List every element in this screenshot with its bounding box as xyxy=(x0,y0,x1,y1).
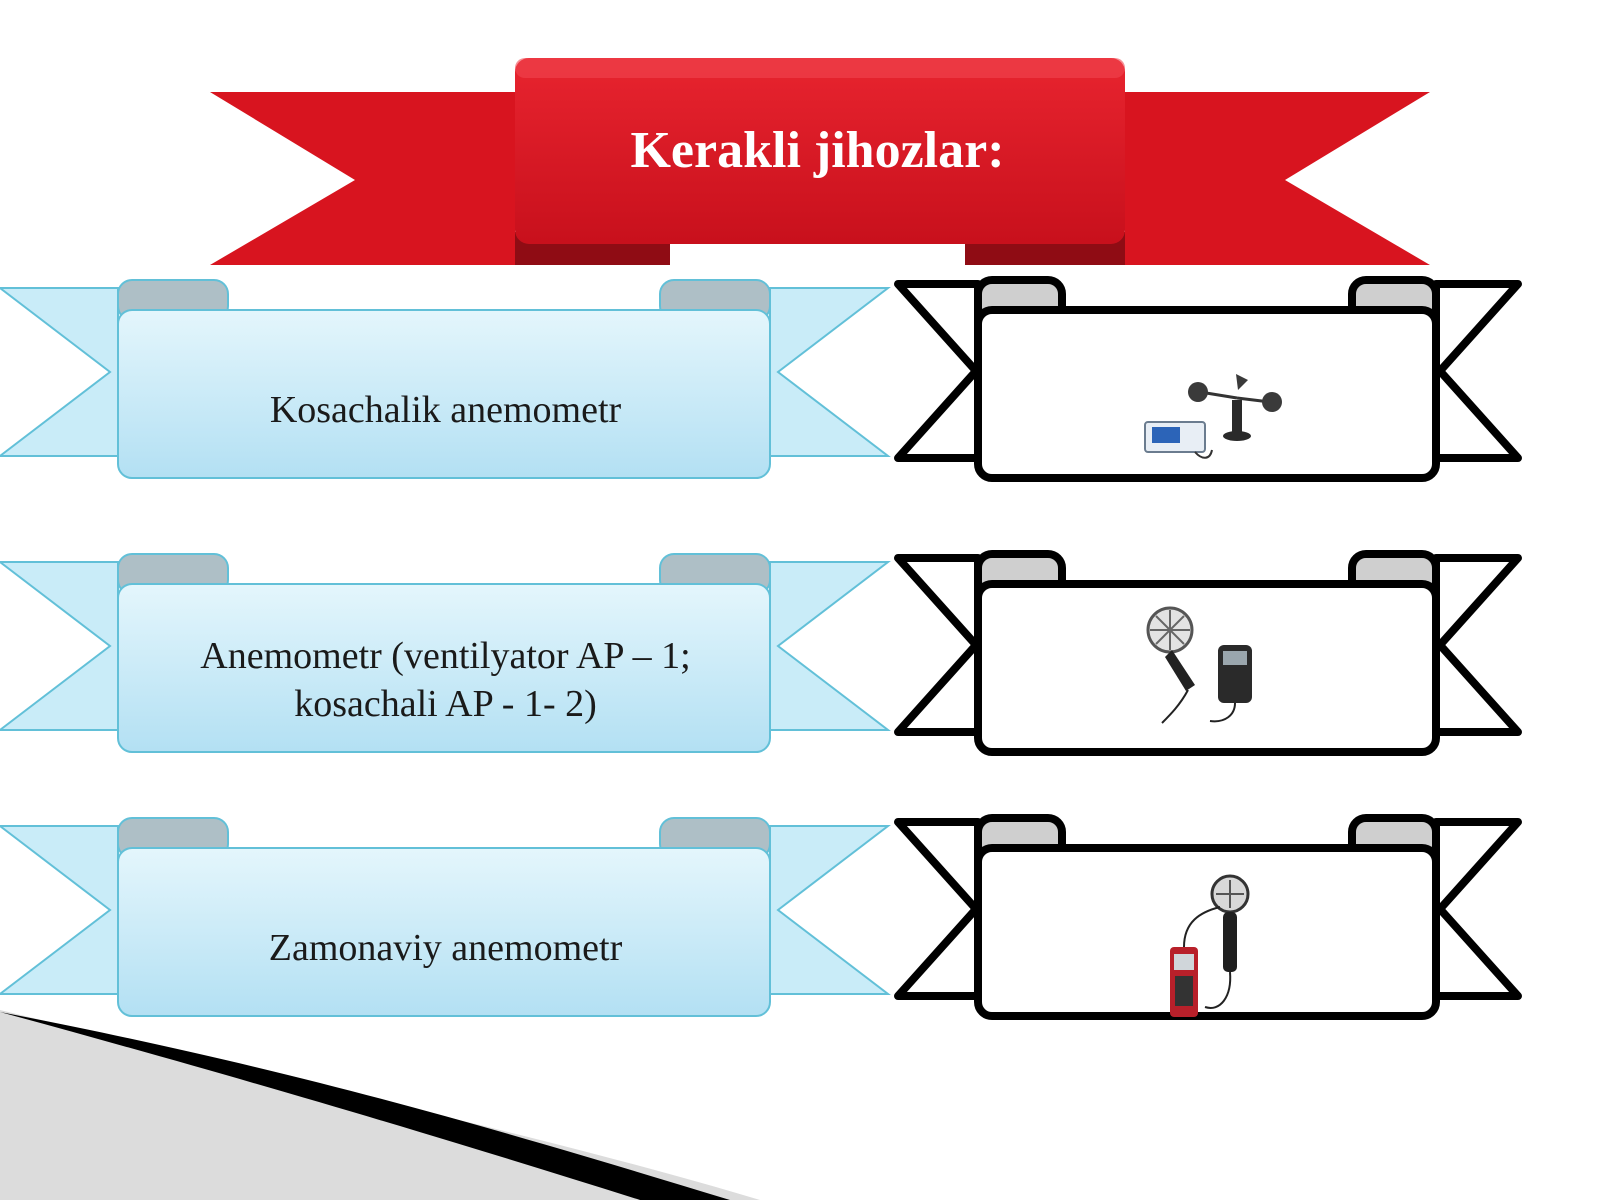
device-ribbon-tail-right-2 xyxy=(1432,554,1522,736)
label-ribbon-body-3 xyxy=(117,847,771,1017)
device-ribbon-tail-right-3 xyxy=(1432,818,1522,1000)
device-ribbon-tail-left-1 xyxy=(894,280,982,462)
device-ribbon-body-2 xyxy=(974,580,1440,756)
device-ribbon-body-3 xyxy=(974,844,1440,1020)
item-label-1: Kosachalik anemometr xyxy=(269,389,622,431)
cup-anemometer-with-display-icon xyxy=(1144,374,1282,459)
item-label-3: Zamonaviy anemometr xyxy=(268,927,623,969)
label-ribbons xyxy=(0,279,891,1017)
label-ribbon-tail-left-3 xyxy=(0,825,119,995)
label-ribbon-tail-left-2 xyxy=(0,561,119,731)
item-label-2: Anemometr (ventilyator AP – 1; kosachali… xyxy=(200,635,691,725)
device-ribbon-tail-left-2 xyxy=(894,554,982,736)
label-ribbon-body-2 xyxy=(117,583,771,753)
vane-anemometer-handheld-icon xyxy=(1146,606,1252,724)
page-title: Kerakli jihozlar: xyxy=(630,121,1005,179)
label-ribbon-tail-left-1 xyxy=(0,287,119,457)
label-ribbon-tail-right-2 xyxy=(769,561,891,731)
device-ribbon-tail-left-3 xyxy=(894,818,982,1000)
label-ribbon-tail-right-1 xyxy=(769,287,891,457)
digital-anemometer-probe-icon xyxy=(1170,874,1250,1017)
label-ribbon-body-1 xyxy=(117,309,771,479)
label-ribbon-tail-right-3 xyxy=(769,825,891,995)
device-ribbon-tail-right-1 xyxy=(1432,280,1522,462)
title-banner xyxy=(210,58,1430,265)
